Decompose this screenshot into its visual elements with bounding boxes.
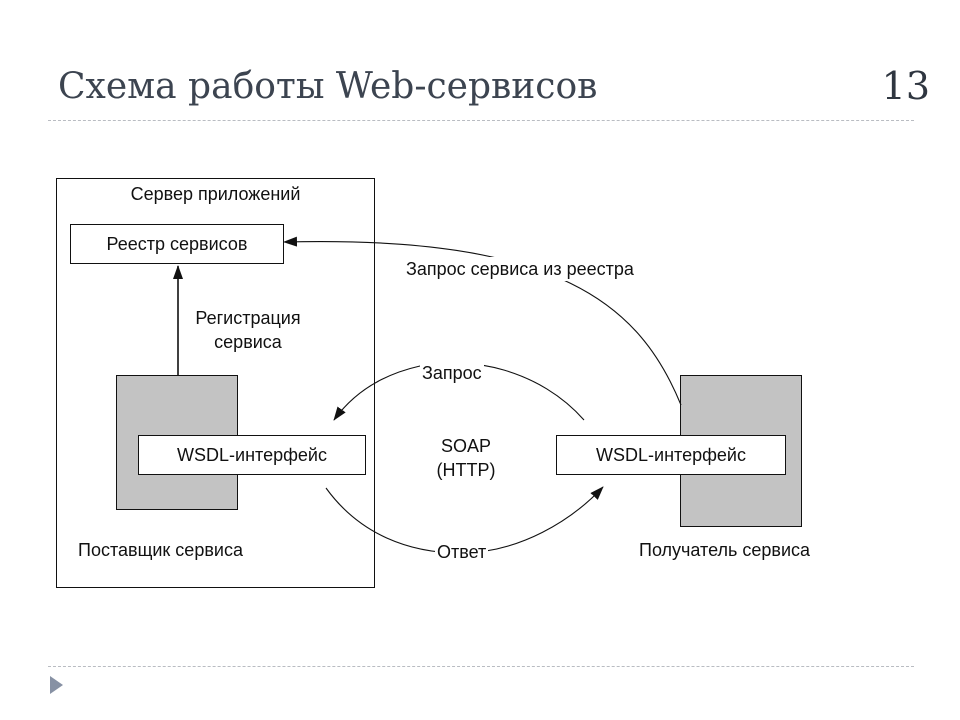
consumer-wsdl-label: WSDL-интерфейс (596, 444, 746, 465)
play-triangle-icon (50, 676, 63, 694)
protocol-label-line1: SOAP (440, 436, 492, 456)
registration-label-line2: сервиса (214, 332, 282, 352)
request-label: Запрос (420, 361, 484, 385)
consumer-label: Получатель сервиса (639, 540, 811, 560)
service-registry-box: Реестр сервисов (70, 224, 284, 264)
provider-label: Поставщик сервиса (78, 540, 243, 560)
slide-number: 13 (881, 64, 930, 108)
protocol-label: SOAP (HTTP) (408, 434, 524, 482)
registration-label: Регистрация сервиса (178, 306, 318, 354)
service-registry-label: Реестр сервисов (106, 233, 248, 254)
registry-query-arrow (283, 236, 682, 406)
slide-title: Схема работы Web-сервисов (58, 66, 598, 107)
consumer-wsdl-box: WSDL-интерфейс (556, 435, 786, 475)
top-divider (48, 120, 914, 121)
provider-wsdl-box: WSDL-интерфейс (138, 435, 366, 475)
protocol-label-line2: (HTTP) (436, 460, 496, 480)
registry-query-label: Запрос сервиса из реестра (404, 257, 636, 281)
provider-wsdl-label: WSDL-интерфейс (177, 444, 327, 465)
registration-label-line1: Регистрация (195, 308, 301, 328)
bottom-divider (48, 666, 914, 667)
application-server-label: Сервер приложений (130, 184, 301, 204)
response-label: Ответ (435, 540, 489, 564)
